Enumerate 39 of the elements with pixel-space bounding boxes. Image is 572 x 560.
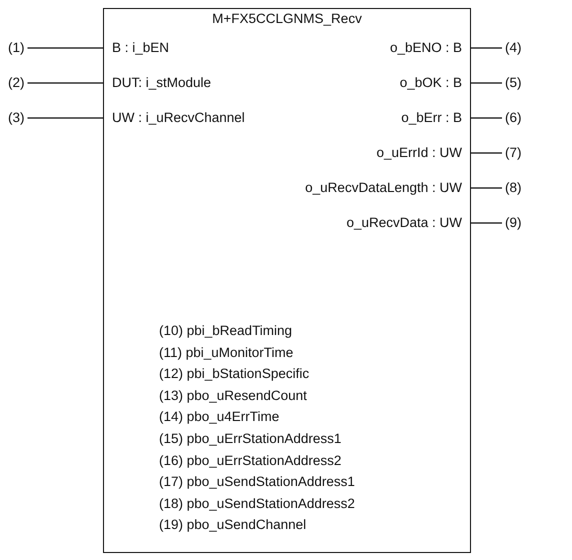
parameter-label: (18) pbo_uSendStationAddress2: [159, 496, 355, 512]
pin-number: (9): [505, 214, 522, 232]
pin-number: (1): [8, 39, 24, 57]
pin-number: (4): [505, 39, 522, 57]
connector-line: [471, 82, 502, 84]
pin-number: (5): [505, 74, 522, 92]
parameter-label: (10) pbi_bReadTiming: [159, 323, 292, 339]
connector-line: [28, 117, 103, 119]
connector-line: [471, 152, 502, 154]
parameter-label: (12) pbi_bStationSpecific: [159, 366, 310, 382]
connector-line: [28, 47, 103, 49]
block-title: M+FX5CCLGNMS_Recv: [211, 11, 363, 27]
pin-number: (7): [505, 144, 522, 162]
input-pin-label: DUT: i_stModule: [112, 75, 212, 91]
pin-number: (3): [8, 109, 24, 127]
input-pin-label: UW : i_uRecvChannel: [112, 110, 245, 126]
parameter-label: (13) pbo_uResendCount: [159, 388, 307, 404]
output-pin-label: o_uRecvData : UW: [346, 215, 462, 231]
output-pin-label: o_uErrId : UW: [376, 145, 462, 161]
parameter-label: (16) pbo_uErrStationAddress2: [159, 452, 342, 469]
connector-line: [471, 117, 502, 119]
output-pin-label: o_uRecvDataLength : UW: [305, 180, 462, 196]
input-pin-label: B : i_bEN: [112, 40, 170, 56]
output-pin-label: o_bErr : B: [401, 110, 462, 126]
pin-number: (2): [8, 74, 24, 92]
parameter-label: (11) pbi_uMonitorTime: [159, 344, 294, 361]
pin-number: (6): [505, 109, 522, 127]
parameter-label: (19) pbo_uSendChannel: [159, 517, 306, 534]
connector-line: [471, 47, 502, 49]
pin-number: (8): [505, 179, 522, 197]
output-pin-label: o_bOK : B: [400, 75, 462, 91]
connector-line: [471, 187, 502, 189]
parameter-label: (17) pbo_uSendStationAddress1: [159, 474, 355, 490]
connector-line: [471, 222, 502, 224]
parameter-label: (14) pbo_u4ErrTime: [159, 409, 280, 426]
connector-line: [28, 82, 103, 84]
output-pin-label: o_bENO : B: [390, 40, 462, 56]
parameter-label: (15) pbo_uErrStationAddress1: [159, 431, 342, 447]
function-block: [103, 8, 471, 553]
